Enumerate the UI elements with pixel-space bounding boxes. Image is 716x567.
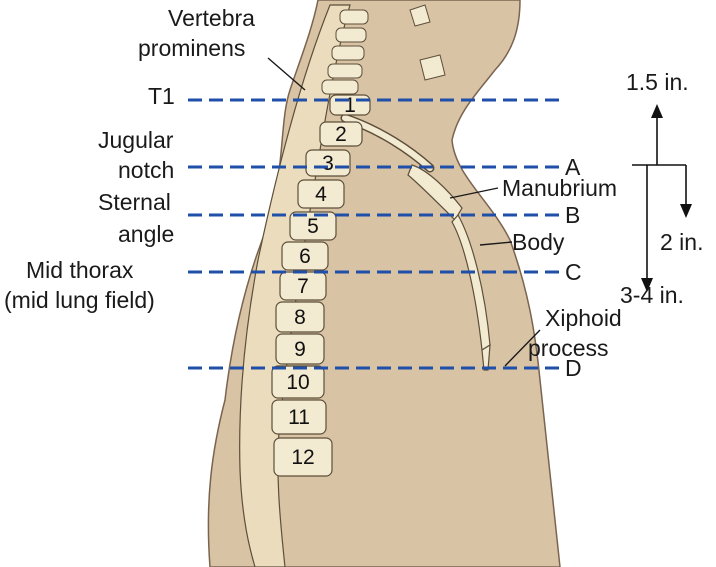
- vertebra-number-12: 12: [291, 446, 314, 469]
- reference-label-B: B: [565, 202, 580, 228]
- vertebra-number-11: 11: [288, 406, 310, 429]
- label-xiphoid-2: process: [528, 335, 609, 361]
- vertebra-body-8: [275, 301, 325, 333]
- vertebra-number-3: 3: [322, 152, 334, 175]
- vertebra-number-2: 2: [335, 123, 347, 146]
- measurement-arrows: [632, 112, 687, 284]
- reference-label-D: D: [565, 355, 582, 381]
- vertebra-number-5: 5: [307, 215, 319, 238]
- measure-up-label: 1.5 in.: [626, 69, 689, 95]
- leader-xiphoid: [504, 329, 541, 367]
- vertebra-number-8: 8: [294, 306, 306, 329]
- vertebra-body-6: [281, 241, 329, 271]
- label-mid-thorax-2: (mid lung field): [4, 287, 155, 313]
- vertebra-number-6: 6: [299, 245, 311, 268]
- arrowhead-up: [651, 104, 663, 118]
- vertebra-body-4: [297, 179, 345, 209]
- vertebra-body-10: [271, 365, 325, 399]
- measure-long-label: 3-4 in.: [620, 282, 684, 308]
- label-jugular-notch-2: notch: [118, 157, 174, 183]
- arrowhead-short-down: [680, 204, 692, 218]
- arrowhead-long-down: [641, 278, 653, 292]
- vertebra-body-2: [319, 121, 363, 147]
- label-jugular-notch-1: Jugular: [98, 127, 174, 153]
- label-body: Body: [512, 229, 565, 255]
- vertebra-number-1: 1: [344, 94, 356, 117]
- leader-manubrium: [449, 187, 499, 199]
- label-vertebra-prominens-2: prominens: [138, 35, 245, 61]
- leader-body: [479, 241, 513, 246]
- label-sternal-angle-1: Sternal: [98, 189, 171, 215]
- label-t1: T1: [148, 83, 175, 109]
- vertebra-number-9: 9: [294, 338, 306, 361]
- reference-label-A: A: [565, 154, 581, 180]
- label-vertebra-prominens-1: Vertebra: [168, 5, 255, 31]
- measure-short-label: 2 in.: [660, 229, 703, 255]
- reference-lines: AB C D: [188, 98, 582, 381]
- label-sternal-angle-2: angle: [118, 221, 174, 247]
- label-xiphoid-1: Xiphoid: [545, 305, 622, 331]
- leader-vertebra-prominens: [267, 57, 306, 91]
- vertebra-body-9: [275, 333, 325, 365]
- vertebra-body-3: [305, 149, 351, 177]
- reference-label-C: C: [565, 259, 582, 285]
- label-manubrium: Manubrium: [502, 175, 617, 201]
- vertebra-number-4: 4: [315, 183, 327, 206]
- vertebra-body-5: [289, 211, 337, 241]
- label-mid-thorax-1: Mid thorax: [26, 257, 134, 283]
- vertebra-number-7: 7: [297, 275, 309, 298]
- vertebra-body-12: [273, 437, 333, 477]
- sternum: [407, 164, 491, 371]
- cervical-vertebrae: [321, 4, 446, 95]
- arrow-heads: [641, 104, 692, 292]
- leader-lines: [267, 57, 541, 367]
- vertebra-number-10: 10: [286, 371, 309, 394]
- xiphoid-bone: [481, 343, 491, 371]
- vertebra-body-11: [271, 399, 327, 435]
